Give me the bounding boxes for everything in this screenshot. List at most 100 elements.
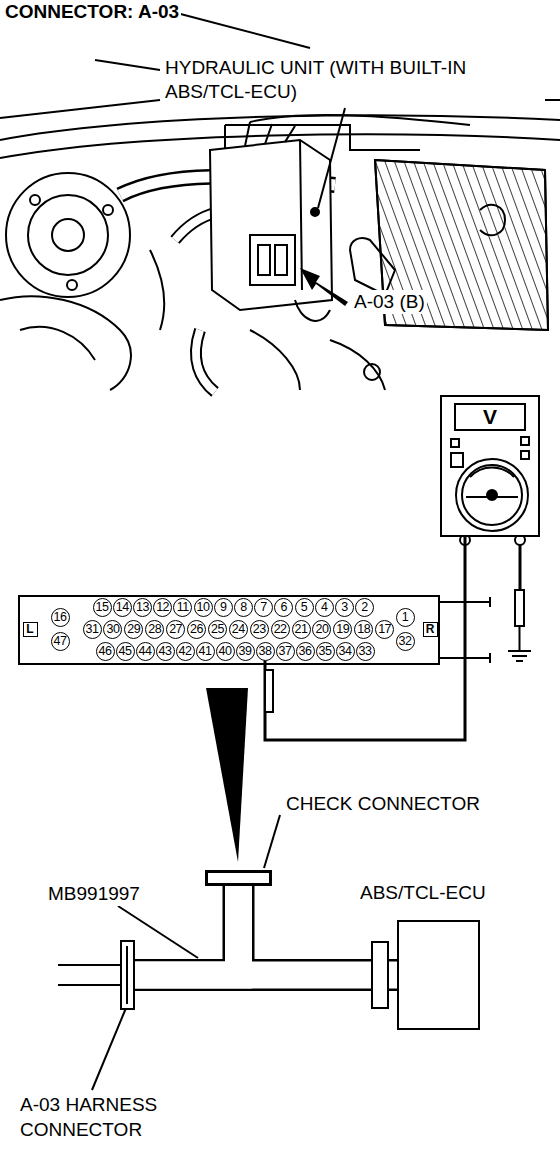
drawing-path <box>250 115 470 125</box>
pin-circle: 16 <box>51 608 70 627</box>
drawing-rect <box>521 437 529 445</box>
pin-circle: 35 <box>316 642 335 661</box>
side-mark: L <box>23 622 38 637</box>
drawing-path <box>480 205 505 235</box>
drawing-line <box>516 660 523 662</box>
pin-circle: 25 <box>208 620 227 639</box>
pin-number: 6 <box>275 599 292 615</box>
pin-number: 34 <box>337 643 354 659</box>
pin-number: 32 <box>397 633 414 649</box>
air-cleaner <box>250 160 548 390</box>
magnify-wedge <box>206 688 248 862</box>
pin-number: 36 <box>297 643 314 659</box>
part-label: HYDRAULIC UNIT (WITH BUILT-IN ABS/TCL-EC… <box>163 56 545 104</box>
pin-number: 35 <box>317 643 334 659</box>
pin-number: 45 <box>117 643 134 659</box>
pin-number: 40 <box>217 643 234 659</box>
drawing-line <box>95 60 160 70</box>
drawing-line <box>318 108 345 208</box>
drawing-g <box>451 437 529 531</box>
pin-circle: 3 <box>335 598 354 617</box>
tube-cable <box>135 886 239 975</box>
harness-connector: A-03 HARNESS CONNECTOR <box>120 940 135 1010</box>
drawing-path <box>250 330 300 390</box>
drawing-path <box>295 300 330 321</box>
pin-circle: 36 <box>296 642 315 661</box>
drawing-line <box>285 126 295 142</box>
pointer-arrow <box>300 268 348 306</box>
part-label: MB991997 <box>46 882 142 906</box>
drawing-line <box>512 655 527 657</box>
pin-circle: 24 <box>229 620 248 639</box>
pin-number: 23 <box>251 621 268 637</box>
drawing-line <box>300 140 302 290</box>
pin-circle: 14 <box>113 598 132 617</box>
pin-circle: 31 <box>83 620 102 639</box>
pin-circle: 44 <box>136 642 155 661</box>
pin-number: 44 <box>137 643 154 659</box>
pin-number: 5 <box>296 599 313 615</box>
pin-circle: 18 <box>354 620 373 639</box>
pin-number: 39 <box>237 643 254 659</box>
pin-circle: 2 <box>355 598 374 617</box>
drawing-line <box>264 815 280 868</box>
component-name: CHECK CONNECTOR <box>284 791 482 816</box>
diagram-title: CONNECTOR: A-03 <box>3 1 181 23</box>
pin-circle: 45 <box>116 642 135 661</box>
drawing-line <box>58 964 120 966</box>
side-mark: R <box>423 622 438 637</box>
drawing-circle <box>311 208 319 216</box>
pin-number: 15 <box>94 599 111 615</box>
pin-circle: 1 <box>396 608 415 627</box>
pin-circle: 5 <box>295 598 314 617</box>
hood-lines <box>0 6 560 158</box>
pin-circle: 33 <box>356 642 375 661</box>
pin-circle: 46 <box>96 642 115 661</box>
pin-number: 16 <box>52 609 69 625</box>
drawing-circle <box>30 195 40 205</box>
pin-circle: 22 <box>271 620 290 639</box>
drawing-path <box>470 467 514 477</box>
pin-circle: 47 <box>51 632 70 651</box>
pin-circle: 4 <box>315 598 334 617</box>
pin-circle: 13 <box>133 598 152 617</box>
side-letter: L <box>24 623 37 635</box>
drawing-rect <box>275 245 287 275</box>
pin-number: 8 <box>235 599 252 615</box>
pin-circle: 34 <box>336 642 355 661</box>
ecu-box: ABS/TCL-ECU <box>397 920 480 1030</box>
meter-leads <box>460 535 531 661</box>
drawing-line <box>489 653 491 663</box>
meter-unit: V <box>456 405 524 429</box>
drawing-circle <box>67 280 77 290</box>
pin-circle: 43 <box>156 642 175 661</box>
drawing-path <box>330 340 385 390</box>
pin-number: 38 <box>257 643 274 659</box>
drawing-path <box>196 330 215 392</box>
pin-number: 20 <box>313 621 330 637</box>
drawing-line <box>92 1008 126 1090</box>
pin-circle: 42 <box>176 642 195 661</box>
pin-circle: 28 <box>145 620 164 639</box>
pin-number: 25 <box>209 621 226 637</box>
pin-number: 4 <box>316 599 333 615</box>
drawing-circle <box>456 459 528 531</box>
pin-circle: 30 <box>103 620 122 639</box>
drawing-circle <box>487 490 497 500</box>
component-name: ABS/TCL-ECU <box>358 880 488 905</box>
drawing-path <box>150 250 164 330</box>
pin-number: 31 <box>84 621 101 637</box>
pin-circle: 15 <box>93 598 112 617</box>
harness-inner-line <box>126 946 128 1004</box>
ecu-plug <box>372 942 388 1008</box>
drawing-rect <box>521 451 529 459</box>
drawing-circle <box>462 465 522 525</box>
pin-number: 47 <box>52 633 69 649</box>
drawing-circle <box>103 205 113 215</box>
pin-circle: 7 <box>254 598 273 617</box>
drawing-line <box>0 100 160 118</box>
check-connector: CHECK CONNECTOR <box>205 870 272 886</box>
side-letter: R <box>424 623 437 635</box>
pin-number: 2 <box>356 599 373 615</box>
